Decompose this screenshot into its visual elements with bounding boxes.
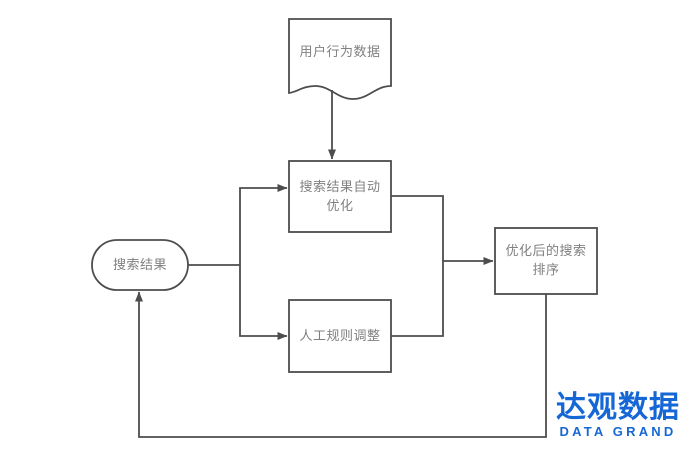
- brand-logo-english: DATA GRAND: [559, 424, 677, 439]
- brand-logo: 达观数据 DATA GRAND: [556, 392, 680, 444]
- edge-manual-to-merge: [391, 261, 444, 337]
- node-auto-optimization-shape: [288, 160, 392, 233]
- node-search-results-shape: [91, 239, 189, 291]
- edge-results-to-auto: [239, 184, 288, 265]
- node-manual-rule-adjust-shape: [288, 299, 392, 373]
- edge-ranking-feedback-to-results: [135, 291, 547, 438]
- node-user-behavior-data-shape: [288, 18, 392, 100]
- edge-auto-to-merge: [391, 195, 444, 261]
- brand-logo-chinese: 达观数据: [556, 390, 680, 425]
- edge-results-to-manual: [239, 265, 288, 340]
- node-optimized-ranking-shape: [494, 227, 598, 295]
